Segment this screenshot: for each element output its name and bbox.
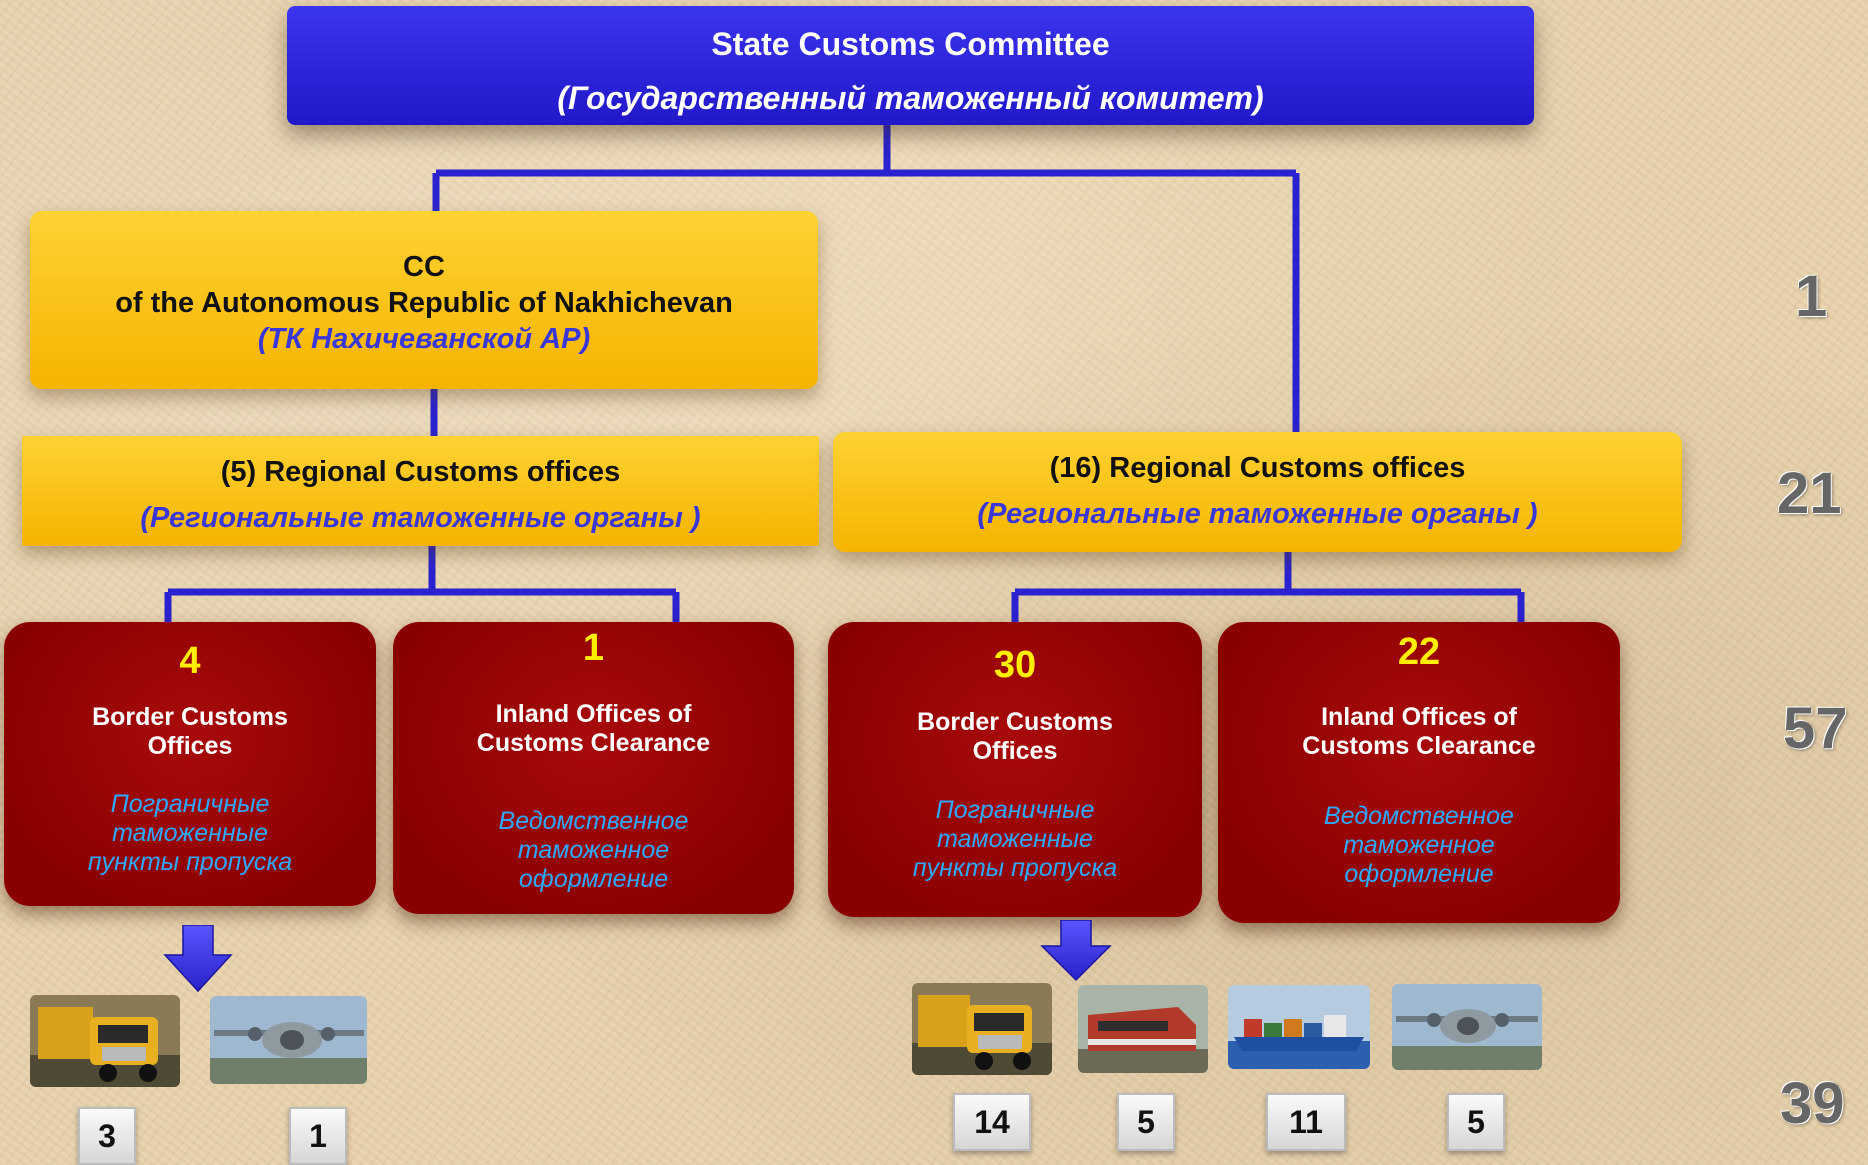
nakhichevan-line-1: CC: [403, 251, 445, 283]
office-ru-line-3: пункты пропуска: [87, 848, 293, 876]
office-ru-line-3: оформление: [518, 865, 669, 893]
office-ru-line-1: Пограничные: [935, 796, 1095, 824]
total-level-1: 1: [1795, 264, 1828, 329]
office-ru-line-2: таможенные: [112, 819, 268, 847]
office-ru-line-1: Ведомственное: [498, 807, 689, 835]
ship-checkpoint-count: 11: [1266, 1093, 1346, 1151]
airplane-icon: [1392, 984, 1542, 1070]
regional-left-title: (5) Regional Customs offices: [220, 456, 621, 488]
office-ru-line-3: пункты пропуска: [912, 854, 1118, 882]
office-title-line-1: Border Customs: [92, 703, 288, 731]
office-count: 1: [582, 627, 605, 669]
office-title-line-2: Customs Clearance: [476, 729, 711, 757]
train-checkpoint-count: 5: [1117, 1093, 1175, 1151]
nakhichevan-line-2: of the Autonomous Republic of Nakhicheva…: [115, 287, 733, 319]
office-box-border-right: 30 Border Customs Offices Пограничные та…: [828, 622, 1202, 917]
airplane-icon: [210, 996, 367, 1084]
ship-icon: [1228, 985, 1370, 1069]
regional-right-subtitle: (Региональные таможенные органы ): [977, 498, 1538, 530]
nakhichevan-line-3: (ТК Нахичеванской АР): [257, 323, 591, 355]
truck-checkpoint-count: 3: [78, 1107, 136, 1165]
office-ru-line-1: Пограничные: [110, 790, 270, 818]
total-level-4: 39: [1780, 1071, 1845, 1136]
committee-title: State Customs Committee: [711, 26, 1110, 62]
office-count: 4: [179, 640, 201, 682]
nakhichevan-cc-box: CC of the Autonomous Republic of Nakhich…: [30, 211, 818, 389]
state-customs-committee-box: State Customs Committee (Государственный…: [287, 6, 1534, 125]
office-title-line-1: Inland Offices of: [1321, 703, 1517, 731]
regional-left-subtitle: (Региональные таможенные органы ): [140, 502, 701, 534]
airplane-checkpoint-count: 1: [289, 1107, 347, 1165]
truck-checkpoint-count: 14: [953, 1093, 1031, 1151]
office-ru-line-2: таможенные: [937, 825, 1093, 853]
committee-subtitle: (Государственный таможенный комитет): [557, 80, 1264, 116]
total-level-3: 57: [1783, 696, 1848, 761]
office-title-line-2: Offices: [972, 737, 1058, 765]
regional-right-title: (16) Regional Customs offices: [1049, 452, 1466, 484]
truck-icon: [30, 995, 180, 1087]
regional-offices-left-box: (5) Regional Customs offices (Региональн…: [22, 436, 819, 546]
office-title-line-2: Customs Clearance: [1302, 732, 1536, 760]
office-ru-line-1: Ведомственное: [1324, 802, 1514, 830]
down-arrow-icon: [1040, 920, 1112, 982]
airplane-checkpoint-count: 5: [1447, 1093, 1505, 1151]
office-ru-line-2: таможенное: [517, 836, 670, 864]
office-count: 30: [993, 644, 1037, 686]
office-box-border-left: 4 Border Customs Offices Пограничные там…: [4, 622, 376, 906]
office-title-line-2: Offices: [147, 732, 233, 760]
regional-offices-right-box: (16) Regional Customs offices (Региональ…: [833, 432, 1682, 552]
office-box-inland-left: 1 Inland Offices of Customs Clearance Ве…: [393, 622, 794, 914]
down-arrow-icon: [163, 925, 233, 993]
truck-icon: [912, 983, 1052, 1075]
train-icon: [1078, 985, 1208, 1073]
office-ru-line-3: оформление: [1344, 860, 1494, 888]
total-level-2: 21: [1777, 461, 1842, 526]
office-ru-line-2: таможенное: [1343, 831, 1495, 859]
office-title-line-1: Inland Offices of: [495, 700, 692, 728]
office-count: 22: [1397, 631, 1441, 673]
office-box-inland-right: 22 Inland Offices of Customs Clearance В…: [1218, 622, 1620, 923]
office-title-line-1: Border Customs: [917, 708, 1113, 736]
